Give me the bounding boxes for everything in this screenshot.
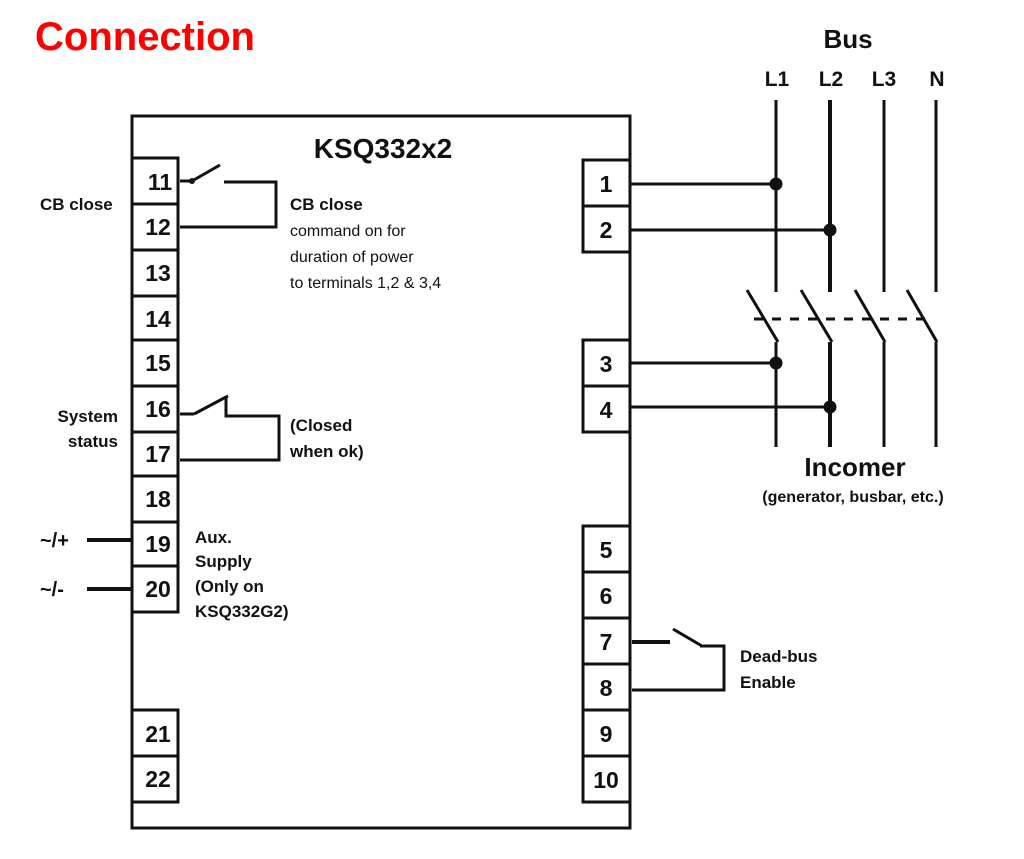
terminal-label: 20: [145, 576, 171, 602]
terminal-17: [130, 430, 180, 478]
terminal-label: 16: [145, 396, 171, 422]
terminal-label: 12: [145, 214, 171, 240]
cb-close-title: CB close: [290, 195, 363, 214]
incomer-sublabel: (generator, busbar, etc.): [762, 489, 943, 506]
bus-label: Bus: [823, 24, 872, 54]
dead-bus-label: Dead-bus: [740, 647, 817, 666]
closed-when-ok-label: (Closed: [290, 416, 352, 435]
dead-bus-label: Enable: [740, 673, 796, 692]
cb-close-desc: command on for: [290, 223, 406, 240]
incomer-label: Incomer: [804, 452, 905, 482]
cb-close-desc: duration of power: [290, 249, 414, 266]
terminal-label: 3: [600, 351, 613, 377]
terminal-label: 19: [145, 531, 171, 557]
bus-conductors: [774, 100, 938, 292]
terminal-20: [130, 564, 180, 614]
terminal-label: 13: [145, 260, 171, 286]
terminal-label: 8: [600, 675, 613, 701]
junction-dot: [823, 223, 837, 237]
terminal-9: [581, 708, 632, 758]
terminal-label: 5: [600, 537, 613, 563]
aux-supply-label: (Only on: [195, 577, 264, 596]
terminal-13: [130, 248, 180, 298]
right-terminal-strip: 1 2 3 4 5 6 7 8 9 10: [581, 158, 632, 804]
cb-close-label: CB close: [40, 195, 113, 214]
terminal-label: 17: [145, 441, 171, 467]
terminal-10: [581, 754, 632, 804]
system-status-label: System: [58, 407, 118, 426]
system-status-relay-contact: [180, 394, 281, 462]
terminal-label: 11: [148, 169, 173, 195]
cb-close-relay-contact: [180, 163, 278, 229]
terminal-6: [581, 570, 632, 620]
left-terminal-strip: 11 12 13 14 15 16 17 18 19 20 21 22: [130, 156, 180, 804]
terminal-label: 22: [145, 766, 171, 792]
junction-dot: [823, 400, 837, 414]
terminal-label: 21: [145, 721, 171, 747]
cb-close-desc: to terminals 1,2 & 3,4: [290, 275, 441, 292]
measurement-wires: [630, 177, 837, 414]
terminal-19: [130, 520, 180, 568]
terminal-15: [130, 338, 180, 388]
terminal-label: 1: [600, 171, 613, 197]
module-name: KSQ332x2: [314, 133, 453, 164]
terminal-label: 9: [600, 721, 613, 747]
terminal-label: 2: [600, 217, 613, 243]
diagram-title: Connection: [35, 15, 255, 59]
terminal-label: 15: [145, 350, 171, 376]
terminal-5: [581, 524, 632, 574]
incomer-conductors: [774, 342, 938, 447]
terminal-4: [581, 384, 632, 434]
terminal-label: 18: [145, 486, 171, 512]
aux-supply-label: KSQ332G2): [195, 602, 289, 621]
phase-label-l1: L1: [765, 68, 790, 91]
terminal-22: [130, 754, 180, 804]
terminal-label: 10: [593, 767, 619, 793]
supply-minus-label: ~/-: [40, 579, 64, 601]
terminal-label: 14: [145, 306, 171, 332]
module-body: [130, 114, 632, 830]
junction-dot: [769, 177, 783, 191]
supply-plus-label: ~/+: [40, 530, 69, 552]
aux-supply-label: Aux.: [195, 528, 232, 547]
junction-dot: [769, 356, 783, 370]
terminal-label: 6: [600, 583, 613, 609]
terminal-label: 7: [600, 629, 613, 655]
system-status-label: status: [68, 432, 118, 451]
terminal-label: 4: [600, 397, 613, 423]
phase-label-n: N: [929, 68, 944, 91]
phase-label-l2: L2: [819, 68, 844, 91]
terminal-1: [581, 158, 632, 208]
dead-bus-relay-contact: [632, 627, 726, 692]
circuit-breaker: [745, 289, 939, 343]
phase-label-l3: L3: [872, 68, 897, 91]
aux-supply-label: Supply: [195, 552, 252, 571]
closed-when-ok-label: when ok): [289, 442, 364, 461]
